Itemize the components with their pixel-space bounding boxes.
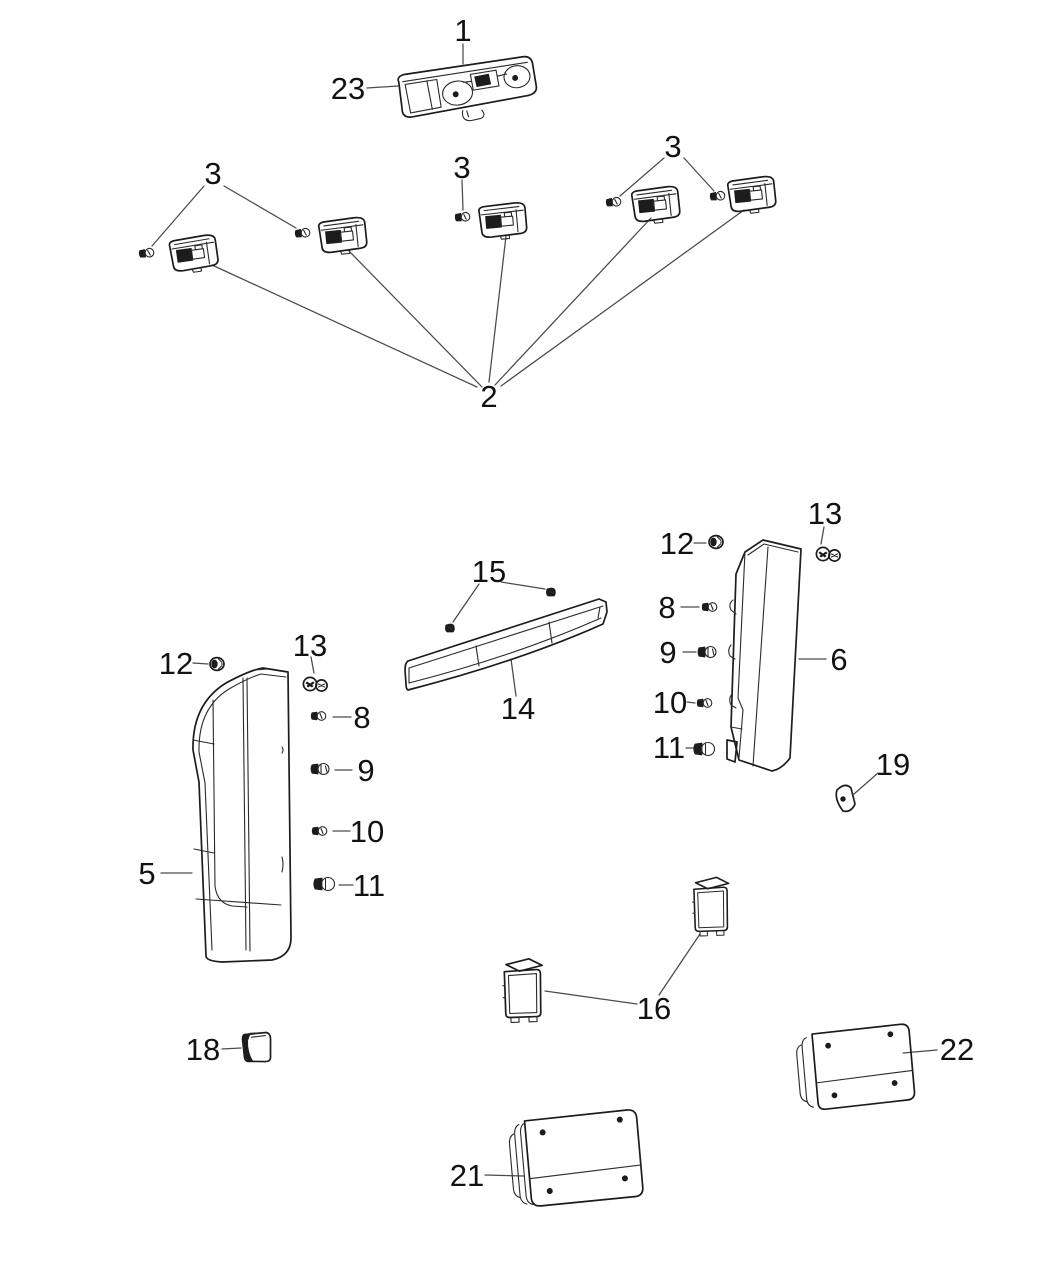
right-tail-lamp-drawing [726, 539, 802, 772]
bulb-drawing [311, 826, 328, 836]
license-lamp-drawing [501, 957, 545, 1024]
callout-label-21: 21 [450, 1158, 484, 1193]
leader-line [221, 1047, 242, 1050]
license-lamp-drawing [690, 876, 732, 937]
leader-line [686, 701, 696, 704]
leader-line [484, 1174, 525, 1177]
bulb-drawing [696, 698, 713, 708]
wedge-bulb-drawing [605, 196, 622, 208]
left-tail-lamp-drawing [192, 667, 292, 963]
leader-line [494, 217, 652, 386]
leader-line [452, 583, 480, 623]
leader-line [366, 85, 399, 89]
callout-label-18: 18 [186, 1032, 220, 1067]
leader-line [544, 990, 638, 1005]
wedge-bulb-drawing [454, 211, 471, 223]
callout-label-19: 19 [876, 747, 910, 782]
leader-line [853, 772, 879, 795]
callout-label-13-left: 13 [293, 628, 327, 663]
leader-line [151, 185, 205, 247]
callout-label-22: 22 [940, 1032, 974, 1067]
callout-label-1: 1 [454, 13, 471, 48]
wedge-bulb-drawing [709, 190, 726, 202]
leader-line [348, 250, 483, 388]
marker-lamp-drawing [726, 174, 778, 217]
leader-line [488, 235, 507, 383]
bulb-drawing [310, 762, 330, 776]
leader-line [223, 185, 297, 229]
callout-label-15: 15 [472, 554, 506, 589]
callout-label-3-right: 3 [664, 129, 681, 164]
center-high-mount-stop-lamp-drawing [397, 55, 538, 122]
callout-label-23: 23 [331, 71, 365, 106]
marker-lamp-drawing [167, 233, 221, 276]
callout-label-5: 5 [138, 856, 155, 891]
wedge-bulb-drawing [294, 227, 311, 239]
cap-drawing [241, 1031, 272, 1063]
leader-line [619, 157, 665, 197]
callout-label-8-left: 8 [353, 700, 370, 735]
callout-label-3-middle: 3 [453, 150, 470, 185]
leader-line [500, 581, 546, 590]
leader-line [192, 662, 209, 665]
screw-drawing [815, 546, 841, 562]
leader-line [461, 179, 464, 211]
wedge-bulb-drawing [138, 247, 155, 259]
clip-drawing [835, 784, 856, 813]
bulb-drawing [310, 711, 327, 721]
callout-label-3-left: 3 [204, 156, 221, 191]
applique-screw-drawing [444, 623, 455, 633]
marker-lamp-drawing [477, 201, 529, 242]
leader-line [820, 526, 825, 545]
applique-screw-drawing [545, 587, 556, 597]
leader-line [683, 157, 715, 192]
bulb-drawing [701, 602, 718, 612]
leader-line [658, 933, 701, 996]
applique-molding-drawing [404, 598, 608, 691]
bulb-drawing [313, 876, 336, 892]
callout-label-10-left: 10 [350, 814, 384, 849]
leader-line [902, 1049, 938, 1054]
leader-lines [151, 43, 938, 1177]
callout-label-12-left: 12 [159, 646, 193, 681]
marker-lamp-drawing [317, 215, 369, 258]
callout-label-9-left: 9 [357, 753, 374, 788]
callout-label-13-right: 13 [808, 496, 842, 531]
callout-label-2: 2 [480, 379, 497, 414]
bulb-drawing [697, 645, 717, 659]
screw-drawing [302, 676, 328, 692]
nut-drawing [708, 534, 724, 550]
callout-label-16: 16 [637, 991, 671, 1026]
callout-label-14: 14 [501, 691, 535, 726]
callout-label-10-right: 10 [653, 685, 687, 720]
callout-label-11-right: 11 [653, 730, 685, 765]
leader-line [510, 658, 517, 697]
marker-lamp-drawing [630, 184, 682, 227]
leader-line [211, 264, 478, 388]
callout-label-6: 6 [830, 642, 847, 677]
bulb-drawing [693, 741, 716, 757]
nut-drawing [209, 656, 225, 672]
callout-labels: 1 23 3 3 3 2 12 13 8 9 10 11 5 12 13 8 9… [138, 13, 974, 1193]
callout-label-11-left: 11 [353, 868, 385, 903]
lamp-assembly-21-drawing [508, 1109, 644, 1207]
callout-label-9-right: 9 [659, 635, 676, 670]
leader-line [310, 656, 315, 674]
lamp-assembly-22-drawing [796, 1023, 916, 1111]
callout-label-12-right: 12 [660, 526, 694, 561]
leader-line [500, 209, 745, 387]
callout-label-8-right: 8 [658, 590, 675, 625]
